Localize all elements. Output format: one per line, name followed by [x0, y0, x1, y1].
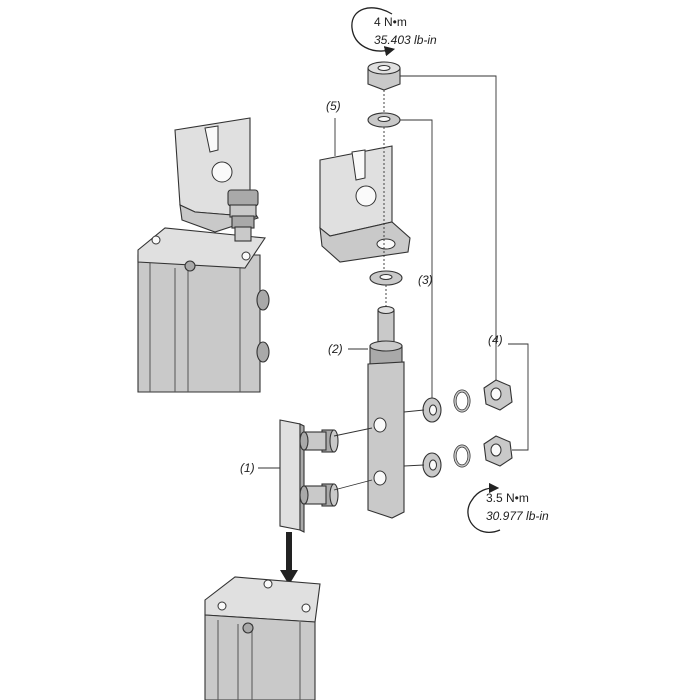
assembled-inset: [137, 117, 270, 393]
guide-lines: [383, 90, 425, 467]
torque-bottom-imperial: 30.977 lb-in: [486, 509, 549, 523]
lock-washer-upper: [453, 389, 471, 413]
side-washer-upper: [422, 397, 442, 423]
torque-bottom-metric: 3.5 N•m: [486, 491, 529, 505]
rotation-arrow-icon: [467, 482, 501, 533]
callout-item-5: (5): [326, 99, 341, 113]
top-washer: [367, 112, 401, 128]
hinge-pin: [367, 305, 405, 519]
mounting-bracket: [319, 145, 411, 263]
top-nut: [367, 61, 401, 91]
torque-top-imperial: 35.403 lb-in: [374, 33, 437, 47]
callout-item-2: (2): [328, 342, 343, 356]
rotation-arrow-icon: [351, 7, 396, 57]
hex-nut-lower: [483, 435, 513, 467]
callout-item-4: (4): [488, 333, 503, 347]
leader-lines: [258, 75, 529, 469]
bottom-column: [204, 576, 321, 700]
callout-item-3: (3): [418, 273, 433, 287]
torque-annotation-bottom: 3.5 N•m 30.977 lb-in: [467, 482, 549, 533]
torque-top-metric: 4 N•m: [374, 15, 407, 29]
lock-washer-lower: [453, 444, 471, 468]
side-washer-lower: [422, 452, 442, 478]
insertion-arrow: [280, 532, 298, 585]
lower-washer: [369, 270, 403, 286]
stud-plate: [279, 419, 373, 533]
hex-nut-upper: [483, 379, 513, 411]
callout-item-1: (1): [240, 461, 255, 475]
torque-annotation-top: 4 N•m 35.403 lb-in: [351, 7, 437, 57]
